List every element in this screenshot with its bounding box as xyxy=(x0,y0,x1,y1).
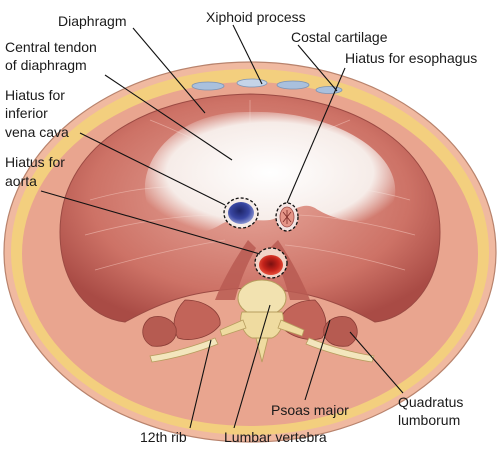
esophageal-hiatus xyxy=(275,202,299,232)
right-crus xyxy=(215,240,256,300)
label-diaphragm: Diaphragm xyxy=(58,13,126,29)
quadratus-right xyxy=(323,316,358,347)
leader-12th-rib xyxy=(189,339,212,429)
costal-cartilages xyxy=(191,78,343,94)
leader-psoas xyxy=(304,319,331,401)
label-hiatus-ivc-2: inferior xyxy=(5,105,48,121)
label-quadratus-2: lumborum xyxy=(398,412,460,428)
cartilage-right-2 xyxy=(315,86,343,94)
leader-ivc xyxy=(79,132,226,206)
leader-esophagus xyxy=(286,67,346,204)
label-hiatus-aorta-2: aorta xyxy=(5,173,37,189)
transverse-process-right xyxy=(277,319,305,337)
leader-lines xyxy=(40,24,404,429)
leader-quadratus xyxy=(349,331,404,394)
leader-aorta xyxy=(40,190,261,255)
central-tendon xyxy=(144,111,396,234)
label-quadratus-1: Quadratus xyxy=(398,394,463,410)
leader-diaphragm xyxy=(132,27,206,114)
xiphoid-process-shape xyxy=(236,78,268,88)
label-lumbar-vertebra: Lumbar vertebra xyxy=(224,429,327,445)
label-hiatus-esophagus: Hiatus for esophagus xyxy=(345,50,477,66)
rib-left xyxy=(149,337,219,363)
label-hiatus-aorta-1: Hiatus for xyxy=(5,154,65,170)
label-12th-rib: 12th rib xyxy=(140,429,187,445)
label-xiphoid-process: Xiphoid process xyxy=(206,9,306,25)
label-central-tendon-1: Central tendon xyxy=(5,39,97,55)
esophagus-lumen xyxy=(282,210,292,224)
aorta-vessel xyxy=(259,255,283,275)
ivc-hiatus xyxy=(223,197,259,229)
label-central-tendon-2: of diaphragm xyxy=(5,57,87,73)
label-costal-cartilage: Costal cartilage xyxy=(291,29,388,45)
cartilage-left-1 xyxy=(191,81,225,91)
vertebral-body xyxy=(237,279,287,317)
quadratus-left xyxy=(142,316,177,347)
aortic-hiatus xyxy=(254,247,288,279)
label-hiatus-ivc-3: vena cava xyxy=(5,124,69,140)
transverse-process-left xyxy=(219,319,247,337)
psoas-left xyxy=(173,299,221,340)
leader-lumbar-vertebra xyxy=(233,304,271,429)
leader-costal-cartilage xyxy=(297,44,338,92)
leader-xiphoid xyxy=(232,24,263,85)
cartilage-right-1 xyxy=(276,80,310,90)
ivc-vessel xyxy=(228,202,254,224)
label-hiatus-ivc-1: Hiatus for xyxy=(5,87,65,103)
leader-central-tendon xyxy=(104,74,233,161)
labels: Diaphragm Xiphoid process Costal cartila… xyxy=(5,9,477,445)
label-psoas-major: Psoas major xyxy=(271,402,349,418)
